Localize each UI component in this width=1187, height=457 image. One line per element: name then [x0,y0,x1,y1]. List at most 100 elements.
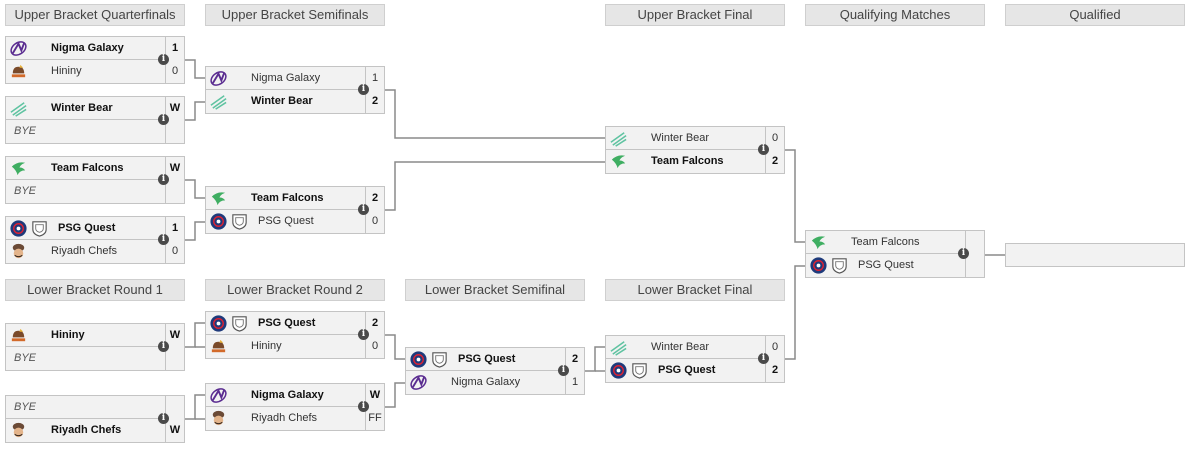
match-info-icon[interactable]: i [358,401,369,412]
team-score: 2 [765,359,784,382]
team-score: W [365,384,384,407]
psg-logo-icon [409,350,428,369]
team-name: Hininy [51,65,82,77]
team-name: BYE [14,125,37,137]
match-info-icon[interactable]: i [158,54,169,65]
team-name: PSG Quest [258,215,314,227]
team-score [165,120,184,143]
team-name: Riyadh Chefs [51,424,122,436]
team-slot[interactable]: BYE [5,347,185,371]
team-slot[interactable]: BYE [5,180,185,204]
team-slot[interactable]: PSG Quest 0 [205,210,385,234]
match-info-icon[interactable]: i [758,144,769,155]
team-score: 2 [365,312,384,335]
team-score: 1 [565,371,584,394]
match-info-icon[interactable]: i [558,365,569,376]
team-name: PSG Quest [858,259,914,271]
falcons-logo-icon [609,152,628,171]
team-slot[interactable]: BYE [5,395,185,419]
header-qualifying-matches: Qualifying Matches [805,4,985,26]
team-score [965,231,984,254]
header-lower-bracket-final: Lower Bracket Final [605,279,785,301]
match-info-icon[interactable]: i [358,84,369,95]
match-info-icon[interactable]: i [158,341,169,352]
team-slot[interactable]: Riyadh Chefs W [5,419,185,443]
team-score: 0 [765,127,784,150]
psg-logo-icon [9,219,28,238]
team-score: W [165,419,184,442]
nigma-logo-icon [409,373,428,392]
team-slot[interactable]: PSG Quest [805,254,985,278]
quest-logo-icon [30,219,49,238]
match-info-icon[interactable]: i [958,248,969,259]
header-upper-bracket-quarterfinals: Upper Bracket Quarterfinals [5,4,185,26]
team-score: 0 [365,335,384,358]
chefs-logo-icon [9,242,28,261]
psg-logo-icon [609,361,628,380]
header-lower-bracket-semifinal: Lower Bracket Semifinal [405,279,585,301]
quest-logo-icon [230,212,249,231]
team-slot[interactable]: PSG Quest 2 [205,311,385,335]
match-info-icon[interactable]: i [758,353,769,364]
team-score: 1 [365,67,384,90]
team-name: BYE [14,185,37,197]
team-name: BYE [14,401,37,413]
team-score: 2 [365,187,384,210]
team-score: 2 [565,348,584,371]
team-slot[interactable]: Team Falcons 2 [205,186,385,210]
qualified-slot [1005,243,1185,267]
match-info-icon[interactable]: i [158,234,169,245]
header-upper-bracket-final: Upper Bracket Final [605,4,785,26]
match-info-icon[interactable]: i [358,329,369,340]
hininy-logo-icon [209,337,228,356]
header-lower-bracket-round-1: Lower Bracket Round 1 [5,279,185,301]
team-name: Team Falcons [251,192,324,204]
team-slot[interactable]: Team Falcons [805,230,985,254]
team-score: 1 [165,37,184,60]
match-info-icon[interactable]: i [358,204,369,215]
team-name: PSG Quest [258,317,316,329]
team-name: Nigma Galaxy [451,376,521,388]
match-info-icon[interactable]: i [158,114,169,125]
quest-logo-icon [630,361,649,380]
match-info-icon[interactable]: i [158,413,169,424]
team-name: BYE [14,352,37,364]
team-score [165,347,184,370]
hininy-logo-icon [9,326,28,345]
psg-logo-icon [809,256,828,275]
team-score: 0 [365,210,384,233]
match-info-icon[interactable]: i [158,174,169,185]
team-slot[interactable]: BYE [5,120,185,144]
nigma-logo-icon [209,386,228,405]
quest-logo-icon [230,314,249,333]
psg-logo-icon [209,212,228,231]
team-slot[interactable]: Nigma Galaxy 1 [405,371,585,395]
